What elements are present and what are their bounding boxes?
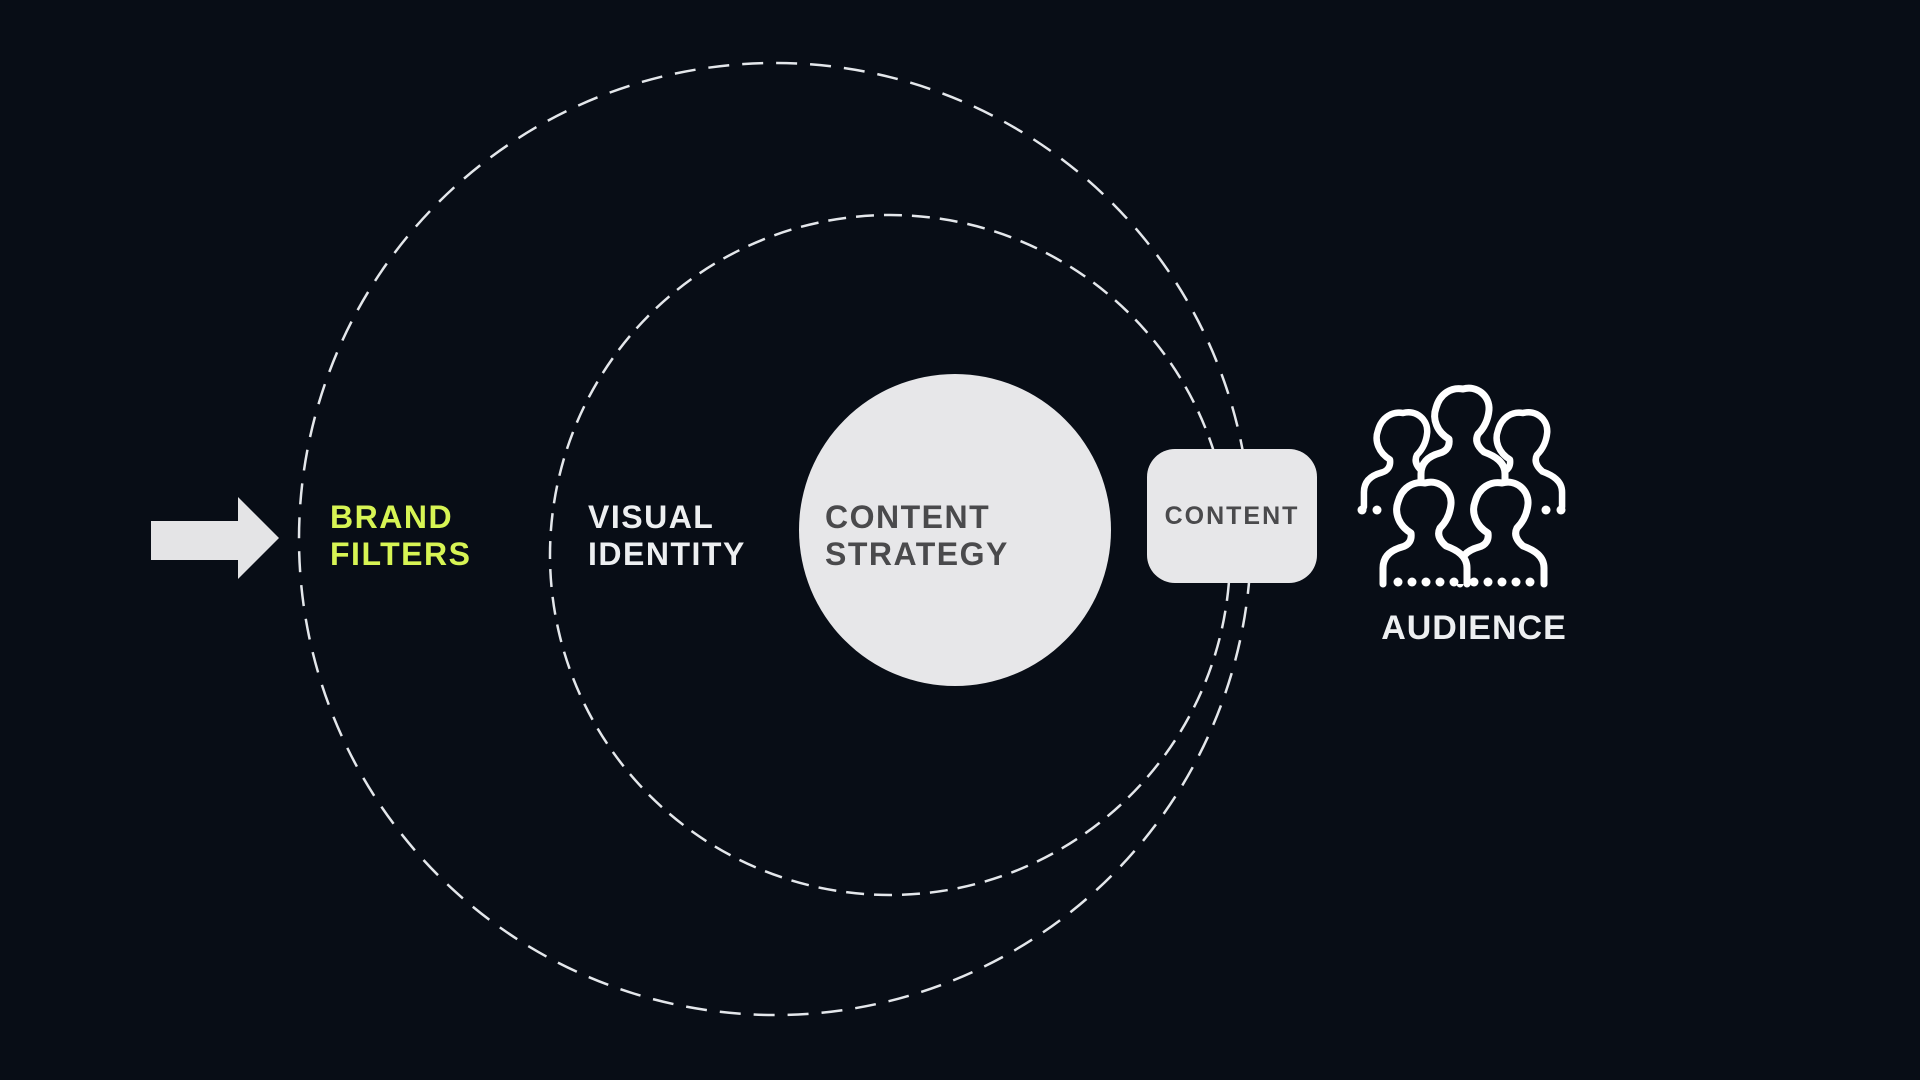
visual-identity-label: VISUAL IDENTITY — [588, 499, 746, 573]
brand-filters-line1: BRAND — [330, 499, 454, 535]
arrow-right-icon — [151, 497, 279, 579]
brand-filters-label: BRAND FILTERS — [330, 499, 471, 573]
brand-filters-line2: FILTERS — [330, 536, 472, 572]
content-strategy-line1: CONTENT — [825, 499, 991, 535]
visual-identity-line1: VISUAL — [588, 499, 715, 535]
content-strategy-line2: STRATEGY — [825, 536, 1009, 572]
visual-identity-line2: IDENTITY — [588, 536, 746, 572]
content-node: CONTENT — [1147, 449, 1317, 583]
content-strategy-label: CONTENT STRATEGY — [825, 499, 1009, 573]
content-strategy-circle — [799, 374, 1111, 686]
audience-label: AUDIENCE — [1381, 609, 1567, 647]
people-group-icon — [1357, 388, 1566, 587]
content-node-label: CONTENT — [1164, 501, 1300, 530]
people-dotted-bases — [1357, 505, 1566, 587]
